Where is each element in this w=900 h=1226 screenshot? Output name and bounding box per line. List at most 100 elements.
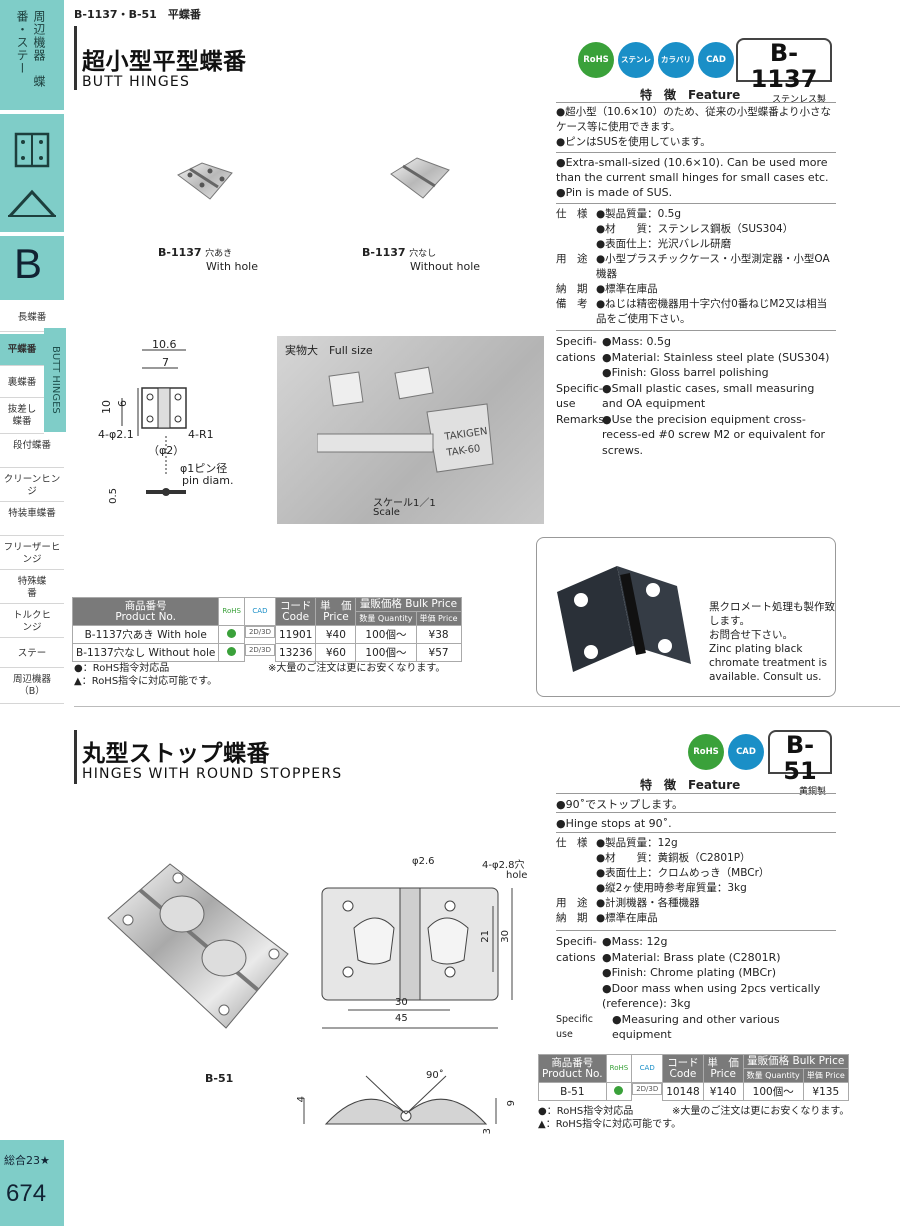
- cell-bulk-price: ¥38: [415, 625, 462, 644]
- spec-jp-label: 用 途: [556, 253, 588, 265]
- th-cad: CAD: [243, 597, 276, 626]
- black-hinge-photo: [557, 566, 691, 672]
- section2-spec-en: Specifi-cations●Mass: 12g●Material: Bras…: [556, 934, 840, 1043]
- section1-spec-en: Specifi-cations●Mass: 0.5g●Material: Sta…: [556, 334, 840, 458]
- sep: [556, 793, 836, 794]
- note-line: Zinc plating black: [709, 643, 803, 655]
- table1-note-rohs2: ▲：RoHS指令に対応可能です。: [74, 676, 218, 687]
- spec-jp-line: ●材 質：ステンレス鋼板（SUS304）: [596, 223, 794, 235]
- cell-cad: 2D/3D: [632, 1083, 663, 1095]
- photo2-jp: 穴なし: [409, 249, 437, 259]
- sidebar-item-special-hinge[interactable]: 特殊蝶番: [0, 572, 64, 604]
- table2-note-rohs: ●：RoHS指令対応品: [538, 1106, 634, 1117]
- section1-code: B-1137: [750, 39, 818, 93]
- cell-bulk-price: ¥57: [415, 643, 462, 662]
- cell-qty: 100個～: [355, 625, 417, 644]
- th-bulk: 量販価格 Bulk Price: [742, 1054, 849, 1069]
- spec-jp-label: 納 期: [556, 283, 588, 295]
- spec-jp-label: 仕 様: [556, 837, 588, 849]
- spec-en-label: Specifi-cations: [556, 335, 597, 364]
- black-chromate-note: 黒クロメート処理も製作致 します。 お問合せ下さい。 Zinc plating …: [709, 600, 835, 684]
- dim-h30: 30: [500, 930, 511, 943]
- sidebar-item-butt-hinge[interactable]: 平蝶番: [0, 334, 44, 366]
- section2-spec-jp: 仕 様●製品質量：12g●材 質：黄銅板（C2801P）●表面仕上：クロムめっき…: [556, 836, 838, 926]
- dim-h21: 21: [480, 930, 491, 943]
- th-qty: 数量 Quantity: [355, 611, 417, 626]
- th-price-jp: 単 価: [320, 599, 352, 612]
- photo2-code: B-1137: [362, 246, 406, 259]
- spec-jp-line: ●材 質：黄銅板（C2801P）: [596, 852, 751, 864]
- cell-code: 13236: [274, 643, 317, 662]
- spec-en-line: ●Door mass when using 2pcs vertically (r…: [602, 981, 821, 1011]
- sidebar-item-liftoff-hinge[interactable]: 抜差し蝶番: [0, 400, 44, 434]
- table-row: B-1137穴あき With hole 2D/3D 11901 ¥40 100個…: [71, 625, 462, 644]
- dim-t4: 4: [296, 1096, 307, 1103]
- sidebar-item-stay[interactable]: ステー: [0, 640, 64, 668]
- b1137-with-hole-photo: [177, 162, 233, 200]
- feature-en-2: ●Pin is made of SUS.: [556, 186, 673, 199]
- cell-rohs: [218, 625, 245, 644]
- sidebar-item-torque-hinge[interactable]: トルクヒンジ: [0, 606, 64, 638]
- spec-en-line: ●Finish: Gloss barrel polishing: [602, 366, 769, 379]
- dim-pin-en: pin diam.: [182, 474, 234, 487]
- cell-price: ¥140: [702, 1082, 744, 1101]
- rohs-dot: [227, 628, 237, 638]
- cell-price: ¥60: [315, 643, 357, 662]
- cell-rohs: [218, 643, 245, 662]
- sidebar-item-special-vehicle-hinge[interactable]: 特装車蝶番: [0, 504, 64, 536]
- section1-features-jp: ●超小型（10.6×10）のため、従来の小型蝶番より小さなケース等に使用できます…: [556, 105, 836, 150]
- sidebar-item-back-hinge[interactable]: 裏蝶番: [0, 368, 44, 398]
- spec-en-line: ●Use the precision equipment cross-reces…: [602, 412, 826, 457]
- spec-jp-line: ●製品質量：12g: [596, 837, 678, 849]
- key-code: TAK-60: [445, 443, 481, 459]
- th-code-en: Code: [282, 610, 310, 623]
- dim-w-total: 10.6: [152, 338, 177, 351]
- sidebar-letter-band: [0, 236, 64, 300]
- spec-jp-label: 用 途: [556, 897, 588, 909]
- sidebar-item-freezer-hinge[interactable]: フリーザーヒンジ: [0, 538, 64, 570]
- b51-dimension-drawing: [321, 887, 513, 1029]
- cell-qty: 100個～: [742, 1082, 804, 1101]
- photo2-caption: B-1137 穴なし: [362, 246, 436, 259]
- th-cad: CAD: [631, 1054, 664, 1083]
- feature-jp-2: ●ピンはSUSを使用しています。: [556, 136, 711, 148]
- th-price-jp: 単 価: [707, 1056, 739, 1069]
- sidebar-item-offset-hinge[interactable]: 段付蝶番: [0, 436, 64, 468]
- dim-holes: 4-φ2.1: [98, 428, 134, 441]
- dim-h-inner: 6: [116, 400, 129, 407]
- dim-holes-en: hole: [506, 870, 528, 881]
- dim-angle: 90˚: [426, 1070, 444, 1081]
- spec-jp-line: ●製品質量：0.5g: [596, 208, 682, 220]
- spec-jp-line: ●小型プラスチックケース・小型測定器・小型OA機器: [596, 253, 830, 280]
- fullsize-photo: 実物大 Full size TAKIGEN TAK-60 スケール1／1 Sca…: [277, 336, 544, 524]
- th-code-jp: コード: [667, 1056, 699, 1069]
- rohs-icon: RoHS: [578, 42, 614, 78]
- sidebar-item-long-hinge[interactable]: 長蝶番: [0, 304, 64, 332]
- section2-code-box: B-51 黄銅製: [768, 730, 832, 797]
- rohs-icon: RoHS: [688, 734, 724, 770]
- sidebar-tab-butt-hinges[interactable]: BUTT HINGES: [44, 328, 66, 432]
- section1-spec-jp: 仕 様●製品質量：0.5g●材 質：ステンレス鋼板（SUS304）●表面仕上：光…: [556, 207, 838, 327]
- section1-title-en: BUTT HINGES: [82, 74, 191, 90]
- spec-en-label: Specifi-cations: [556, 935, 597, 964]
- sidebar-item-peripherals[interactable]: 周辺機器（B）: [0, 670, 64, 704]
- dim-w45: 45: [395, 1013, 408, 1024]
- section1-title-jp: 超小型平型蝶番: [82, 49, 247, 75]
- color-variation-icon: カラバリ: [658, 42, 694, 78]
- table-row: B-1137穴なし Without hole 2D/3D 13236 ¥60 1…: [71, 643, 462, 662]
- dim-h-total: 10: [100, 400, 113, 414]
- spec-en-line: ●Mass: 12g: [602, 935, 668, 948]
- dim-w30: 30: [395, 997, 408, 1008]
- b51-product-photo: [107, 863, 289, 1029]
- th-bulk: 量販価格 Bulk Price: [355, 597, 462, 612]
- spec-en-label: Remarks: [556, 412, 604, 426]
- sidebar-item-clean-hinge[interactable]: クリーンヒンジ: [0, 470, 64, 502]
- stainless-icon: ステンレス: [618, 42, 654, 100]
- page-total-label: 総合23★: [4, 1154, 50, 1167]
- table1-note-rohs: ●：RoHS指令対応品: [74, 663, 170, 674]
- spec-en-line: ●Measuring and other various equipment: [612, 1012, 780, 1042]
- cad-icon: CAD: [728, 734, 764, 770]
- cell-product: B-51: [538, 1082, 607, 1101]
